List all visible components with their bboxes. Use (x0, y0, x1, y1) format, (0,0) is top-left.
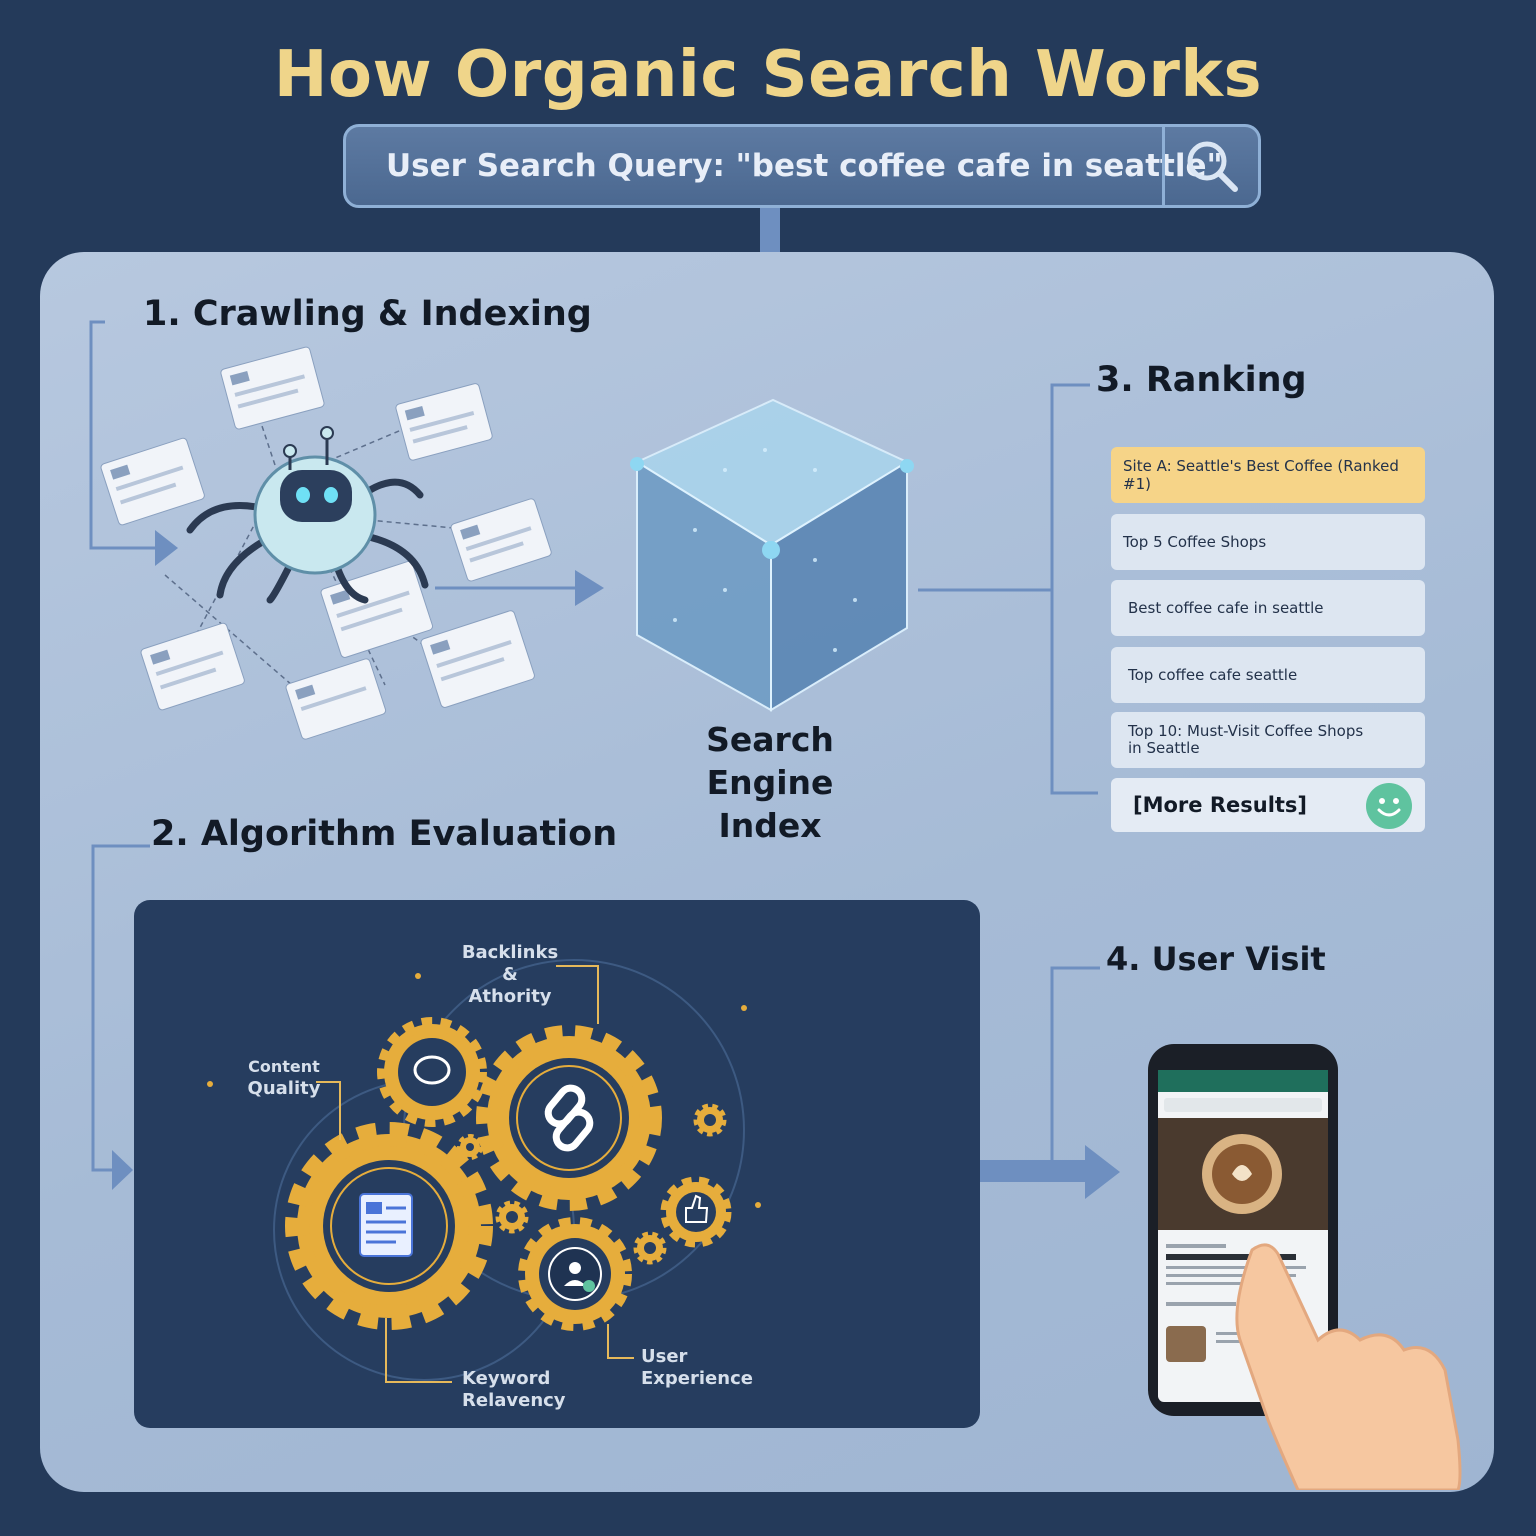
smiley-icon (1366, 783, 1412, 829)
ranking-result[interactable]: Top 10: Must-Visit Coffee Shops in Seatt… (1111, 712, 1425, 768)
gear-label-ux-line2: Experience (641, 1368, 753, 1389)
thumbs-up-gear (660, 1176, 732, 1248)
ranking-result[interactable]: Top 5 Coffee Shops (1111, 514, 1425, 570)
user-rating-icon (548, 1247, 602, 1301)
index-label: Search Engine Index (640, 718, 900, 847)
web-page-icon (100, 346, 552, 740)
thumbs-up-icon (685, 1194, 709, 1223)
section-title-crawling: 1. Crawling & Indexing (143, 294, 592, 334)
pointing-hand-icon (1235, 1243, 1462, 1490)
robot-crawler-icon (186, 426, 429, 604)
search-query-text: User Search Query: "best coffee cafe in … (386, 148, 1223, 184)
gear-label-backlinks-line2: Athority (468, 986, 552, 1007)
gear-label-keyword: Keyword Relavency (462, 1368, 566, 1412)
chat-icon (413, 1055, 451, 1085)
document-gear (285, 1122, 493, 1330)
more-results-label: [More Results] (1133, 793, 1308, 817)
algorithm-evaluation-box: Backlinks & Athority Content Quality Key… (134, 900, 980, 1428)
chat-gear (377, 1017, 487, 1127)
index-label-line2: Index (718, 806, 822, 845)
link-gear (476, 1025, 662, 1211)
index-label-line1: Search Engine (706, 720, 834, 802)
section-title-ranking: 3. Ranking (1096, 360, 1307, 400)
section-title-user-visit: 4. User Visit (1106, 940, 1326, 978)
more-results-button[interactable]: [More Results] (1111, 778, 1425, 832)
phone-illustration (1148, 1044, 1462, 1490)
gear-label-backlinks-line1: Backlinks & (461, 942, 559, 985)
link-icon (544, 1084, 594, 1152)
document-icon (359, 1193, 413, 1257)
gear-label-keyword-line1: Keyword (462, 1368, 551, 1389)
ranking-result[interactable]: Best coffee cafe in seattle (1111, 580, 1425, 636)
gear-label-ux-line1: User (641, 1346, 688, 1367)
search-icon (1187, 141, 1238, 192)
index-cube-icon (630, 398, 914, 712)
gear-label-content-line2: Quality (247, 1078, 321, 1099)
gear-label-keyword-line2: Relavency (462, 1390, 566, 1411)
gear-label-backlinks: Backlinks & Athority (456, 942, 564, 1008)
search-button[interactable] (1162, 127, 1258, 205)
crawler-illustration (100, 346, 552, 740)
gear-label-content-line1: Content (248, 1057, 320, 1076)
user-rating-gear (518, 1217, 632, 1331)
section-title-algorithm: 2. Algorithm Evaluation (151, 814, 618, 854)
gear-label-content: Content Quality (246, 1056, 322, 1100)
ranking-result[interactable]: Top coffee cafe seattle (1111, 647, 1425, 703)
ranking-result[interactable]: Site A: Seattle's Best Coffee (Ranked #1… (1111, 447, 1425, 503)
gears-illustration (207, 959, 761, 1383)
search-bar[interactable]: User Search Query: "best coffee cafe in … (343, 124, 1261, 208)
page-title: How Organic Search Works (273, 38, 1263, 112)
gear-label-ux: User Experience (641, 1346, 753, 1390)
